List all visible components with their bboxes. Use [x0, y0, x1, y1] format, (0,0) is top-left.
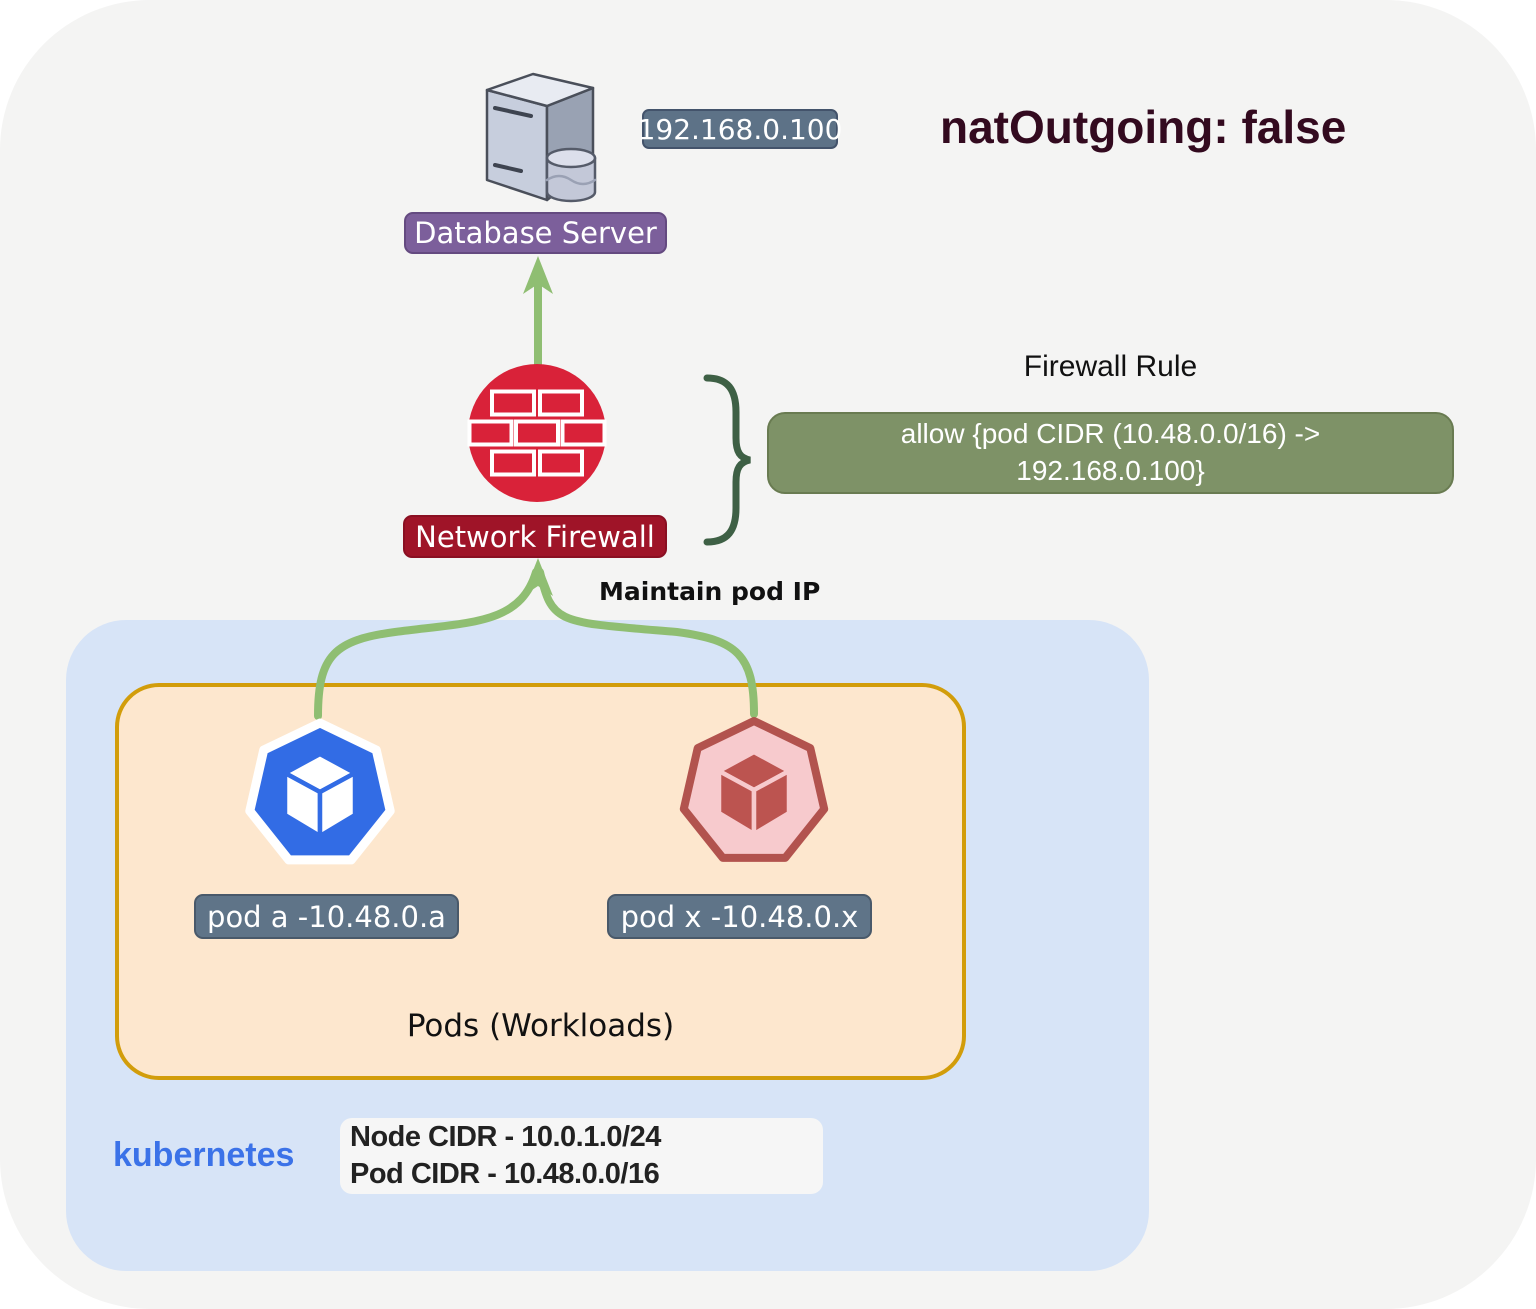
network-firewall-label: Network Firewall: [403, 515, 667, 558]
firewall-rule-line2: 192.168.0.100}: [1016, 455, 1205, 486]
firewall-rule-line1: allow {pod CIDR (10.48.0.0/16) ->: [900, 418, 1321, 450]
database-server-label: Database Server: [404, 212, 667, 254]
pods-workloads-caption: Pods (Workloads): [406, 1008, 675, 1044]
firewall-rule-title: Firewall Rule: [1023, 350, 1198, 383]
pod-cidr-text: Pod CIDR - 10.48.0.0/16: [350, 1158, 660, 1190]
database-ip-badge: 192.168.0.100: [638, 109, 842, 149]
nat-outgoing-title: natOutgoing: false: [940, 101, 1347, 153]
node-cidr-text: Node CIDR - 10.0.1.0/24: [350, 1121, 661, 1154]
cidr-info-box: Node CIDR - 10.0.1.0/24 Pod CIDR - 10.48…: [340, 1118, 823, 1194]
firewall-rule-box: allow {pod CIDR (10.48.0.0/16) -> 192.16…: [767, 412, 1454, 494]
pod-x-label: pod x -10.48.0.x: [607, 894, 872, 939]
pod-a-label: pod a -10.48.0.a: [194, 894, 459, 939]
maintain-pod-ip-annotation: Maintain pod IP: [599, 577, 821, 606]
kubernetes-wordmark: kubernetes: [113, 1136, 295, 1174]
